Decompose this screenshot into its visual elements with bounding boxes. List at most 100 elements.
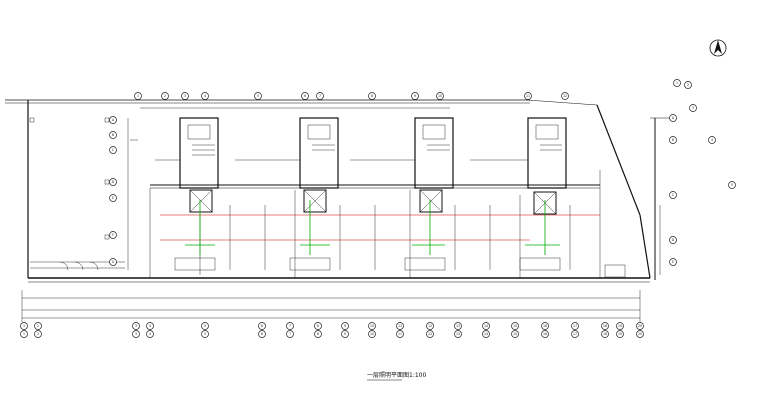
axis-bubble-top-11: 11	[524, 92, 532, 100]
axis-bubble-bottom-13: 13	[454, 322, 462, 330]
axis-bubble-top-4: 4	[201, 92, 209, 100]
svg-text:1: 1	[23, 324, 25, 328]
axis-bubble-right-D: D	[669, 236, 677, 244]
left-hall	[29, 117, 138, 271]
axis-bubbles-diagonal: 1 2 3 4 5	[673, 79, 736, 189]
axis-bubble-bottom-9: 9	[341, 322, 349, 330]
svg-text:12: 12	[428, 332, 432, 336]
svg-text:2: 2	[37, 332, 39, 336]
axis-bubble-bottom2-2: 2	[34, 330, 42, 338]
axis-bubble-top-6: 6	[301, 92, 309, 100]
svg-text:16: 16	[543, 332, 547, 336]
axis-bubble-left-G: G	[109, 258, 117, 266]
svg-text:13: 13	[456, 324, 460, 328]
svg-text:13: 13	[456, 332, 460, 336]
axis-bubble-bottom2-6: 6	[258, 330, 266, 338]
svg-text:5: 5	[204, 332, 206, 336]
svg-text:15: 15	[513, 332, 517, 336]
svg-text:8: 8	[317, 332, 319, 336]
axis-bubble-bottom-2: 2	[34, 322, 42, 330]
svg-text:14: 14	[484, 332, 488, 336]
svg-text:C: C	[672, 193, 675, 197]
core-3	[414, 117, 454, 213]
axis-bubble-bottom-8: 8	[314, 322, 322, 330]
axis-bubble-bottom2-10: 10	[368, 330, 376, 338]
axis-bubble-bottom-10: 10	[368, 322, 376, 330]
svg-text:1: 1	[676, 81, 678, 85]
axis-bubble-left-E: E	[109, 194, 117, 202]
svg-text:D: D	[672, 238, 675, 242]
axis-bubble-bottom-18: 18	[601, 322, 609, 330]
interior-partitions	[149, 170, 626, 278]
svg-text:8: 8	[317, 324, 319, 328]
svg-text:9: 9	[344, 324, 346, 328]
axis-bubble-diagonal-3: 3	[689, 104, 697, 112]
axis-bubble-bottom2-20: 20	[636, 330, 644, 338]
svg-text:5: 5	[204, 324, 206, 328]
svg-text:E: E	[112, 196, 114, 200]
svg-text:2: 2	[37, 324, 39, 328]
svg-text:D: D	[112, 180, 115, 184]
svg-text:4: 4	[711, 138, 713, 142]
axis-bubble-bottom2-15: 15	[511, 330, 519, 338]
axis-bubble-diagonal-4: 4	[708, 136, 716, 144]
svg-text:11: 11	[526, 94, 530, 98]
axis-bubble-bottom2-12: 12	[426, 330, 434, 338]
svg-text:1: 1	[137, 94, 139, 98]
axis-bubble-left-F: F	[109, 231, 117, 239]
axis-bubble-right-A: A	[669, 114, 677, 122]
svg-text:9: 9	[414, 94, 416, 98]
axis-bubble-bottom-5: 5	[201, 322, 209, 330]
axis-bubble-bottom2-3: 3	[132, 330, 140, 338]
svg-text:3: 3	[692, 106, 694, 110]
svg-text:6: 6	[261, 332, 263, 336]
axis-bubble-bottom-12: 12	[426, 322, 434, 330]
axis-bubble-top-8: 8	[368, 92, 376, 100]
svg-text:7: 7	[319, 94, 321, 98]
axis-bubble-bottom-1: 1	[20, 322, 28, 330]
svg-text:5: 5	[257, 94, 259, 98]
svg-text:19: 19	[618, 332, 622, 336]
axis-bubble-bottom2-16: 16	[541, 330, 549, 338]
axis-bubbles-right: A B C D E	[669, 114, 677, 266]
svg-text:3: 3	[184, 94, 186, 98]
svg-text:18: 18	[603, 332, 607, 336]
core-2	[299, 117, 339, 213]
axis-bubble-bottom-6: 6	[258, 322, 266, 330]
svg-text:11: 11	[398, 324, 402, 328]
axis-bubble-bottom-3: 3	[132, 322, 140, 330]
svg-text:6: 6	[304, 94, 306, 98]
axis-bubble-bottom2-9: 9	[341, 330, 349, 338]
axis-bubble-top-7: 7	[316, 92, 324, 100]
svg-text:7: 7	[289, 324, 291, 328]
svg-text:1: 1	[23, 332, 25, 336]
axis-bubble-bottom-17: 17	[571, 322, 579, 330]
axis-bubble-bottom2-1: 1	[20, 330, 28, 338]
axis-bubble-bottom-19: 19	[616, 322, 624, 330]
axis-bubble-bottom2-13: 13	[454, 330, 462, 338]
svg-text:C: C	[112, 148, 115, 152]
axis-bubble-bottom2-7: 7	[286, 330, 294, 338]
dimension-lines	[21, 107, 641, 322]
axis-bubble-left-A: A	[109, 116, 117, 124]
svg-text:2: 2	[164, 94, 166, 98]
axis-bubble-bottom-14: 14	[482, 322, 490, 330]
axis-bubble-diagonal-2: 2	[684, 81, 692, 89]
axis-bubble-top-10: 10	[436, 92, 444, 100]
axis-bubbles-bottom: 1122334455667788991010111112121313141415…	[20, 322, 644, 338]
axis-bubble-right-B: B	[669, 136, 677, 144]
north-arrow-icon	[709, 39, 727, 57]
svg-text:16: 16	[543, 324, 547, 328]
axis-bubble-bottom-15: 15	[511, 322, 519, 330]
core-4	[527, 117, 567, 215]
axis-bubble-top-9: 9	[411, 92, 419, 100]
svg-text:20: 20	[638, 324, 642, 328]
svg-text:B: B	[112, 133, 114, 137]
svg-text:5: 5	[731, 183, 733, 187]
svg-text:4: 4	[149, 332, 151, 336]
svg-text:G: G	[112, 260, 115, 264]
axis-bubble-right-E: E	[669, 258, 677, 266]
axis-bubble-top-12: 12	[561, 92, 569, 100]
